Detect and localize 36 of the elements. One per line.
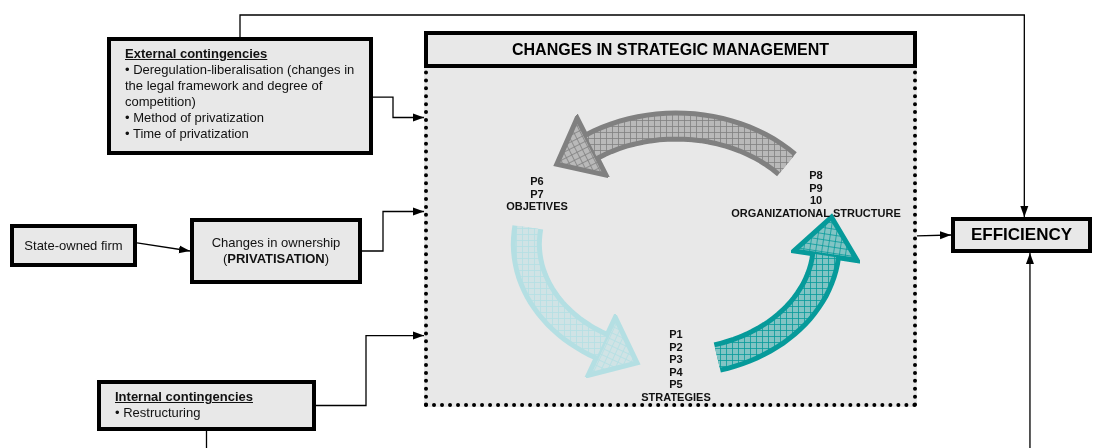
outcome-box bbox=[951, 217, 1092, 253]
stage-label: OBJETIVES bbox=[506, 200, 568, 213]
box-heading: External contingencies bbox=[125, 46, 268, 62]
stage-label: P3 bbox=[669, 353, 683, 366]
arrow bbox=[136, 242, 191, 254]
bullet-item: • Deregulation-liberalisation (changes in the legal framework and degree of competition) bbox=[125, 62, 356, 110]
box-heading: Internal contingencies bbox=[115, 389, 253, 405]
bullet-item: • Time of privatization bbox=[125, 126, 250, 142]
process-box bbox=[190, 218, 362, 284]
bullet-item: • Restructuring bbox=[115, 405, 202, 421]
arrow bbox=[239, 14, 1029, 218]
curved-block-arrow bbox=[554, 110, 797, 178]
stage-label: P9 bbox=[809, 181, 823, 194]
contingency-box bbox=[107, 37, 373, 155]
stage-label: P2 bbox=[669, 340, 683, 353]
stage-label: ORGANIZATIONAL STRUCTURE bbox=[731, 206, 901, 219]
stage-label: P5 bbox=[669, 378, 683, 391]
process-box bbox=[10, 224, 137, 267]
arrow bbox=[372, 96, 425, 122]
bullet-item: • Method of privatization bbox=[125, 110, 265, 126]
stage-label: P6 bbox=[530, 175, 544, 188]
box-text: State-owned firm bbox=[23, 237, 124, 254]
box-text: EFFICIENCY bbox=[970, 225, 1073, 245]
arrow bbox=[361, 207, 425, 252]
stage-label: P7 bbox=[530, 187, 544, 200]
box-text: Changes in ownership (PRIVATISATION) bbox=[210, 235, 342, 267]
stage-label: P8 bbox=[809, 169, 823, 182]
arrow bbox=[916, 231, 952, 240]
contingency-box bbox=[97, 380, 316, 431]
arrow bbox=[315, 331, 425, 407]
stage-label: P4 bbox=[669, 365, 683, 378]
stage-label: STRATEGIES bbox=[641, 390, 711, 403]
arrow bbox=[205, 252, 1034, 448]
stage-label: 10 bbox=[809, 194, 823, 207]
title-bar: CHANGES IN STRATEGIC MANAGEMENT bbox=[424, 31, 917, 68]
stage-label: P1 bbox=[669, 328, 683, 341]
